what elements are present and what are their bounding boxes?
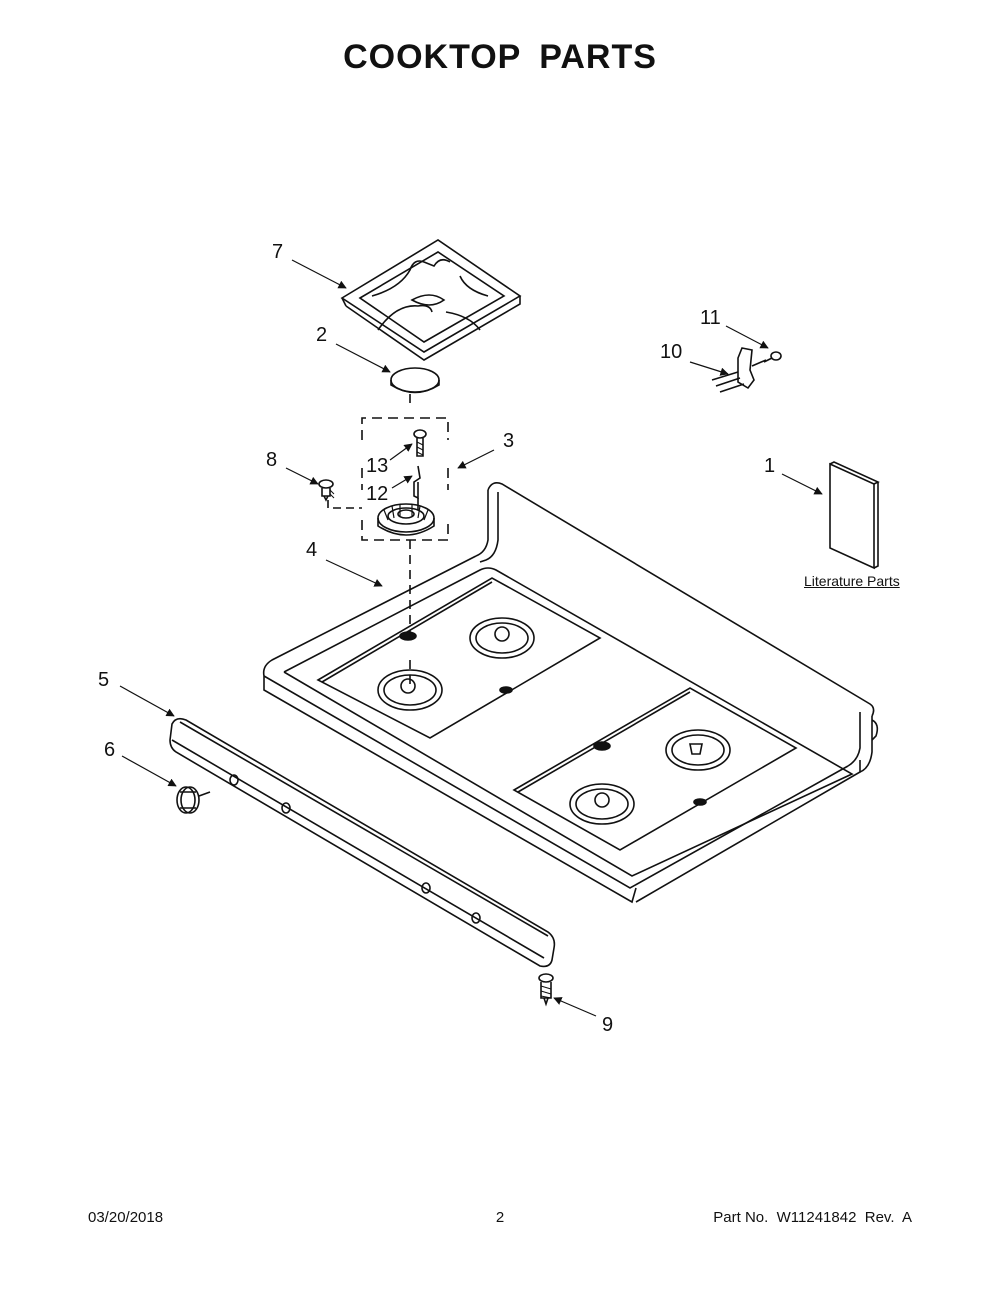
literature-parts-label: Literature Parts <box>804 573 900 589</box>
screw-8-leader <box>327 500 362 509</box>
callout-4: 4 <box>306 539 317 561</box>
callout-11: 11 <box>700 307 721 329</box>
callout-3: 3 <box>503 430 514 452</box>
screw-13 <box>413 429 427 457</box>
callout-8: 8 <box>266 449 277 471</box>
burner-grate <box>340 239 522 361</box>
callout-arrows <box>119 259 823 1017</box>
control-panel-trim <box>169 717 556 968</box>
callout-1: 1 <box>764 455 775 477</box>
callout-2: 2 <box>316 324 327 346</box>
footer-page-number: 2 <box>495 1209 505 1226</box>
callout-9: 9 <box>602 1014 613 1036</box>
screw-11 <box>763 351 782 363</box>
callout-13: 13 <box>366 455 388 477</box>
callout-5: 5 <box>98 669 109 691</box>
screw-9 <box>538 973 554 1007</box>
burner-opening <box>377 617 731 825</box>
burner-cap <box>390 367 440 394</box>
footer-part-number: Part No. W11241842 Rev. A <box>713 1209 912 1226</box>
cooktop-main-top <box>262 482 879 904</box>
igniter-slot <box>399 631 707 806</box>
callout-numbers: 7 2 11 10 3 13 8 12 1 4 5 6 9 <box>98 241 775 1036</box>
wire-bracket <box>711 347 767 393</box>
burner-knob <box>176 786 211 814</box>
igniter-electrode <box>413 465 421 510</box>
burner-base <box>377 503 435 536</box>
callout-12: 12 <box>366 483 388 505</box>
callout-10: 10 <box>660 341 682 363</box>
callout-6: 6 <box>104 739 115 761</box>
footer-date: 03/20/2018 <box>88 1209 164 1226</box>
burner-assembly-box <box>361 417 449 541</box>
callout-7: 7 <box>272 241 283 263</box>
page-title: COOKTOP PARTS <box>343 38 657 76</box>
screw-8 <box>318 479 335 502</box>
literature-booklet <box>829 461 880 570</box>
